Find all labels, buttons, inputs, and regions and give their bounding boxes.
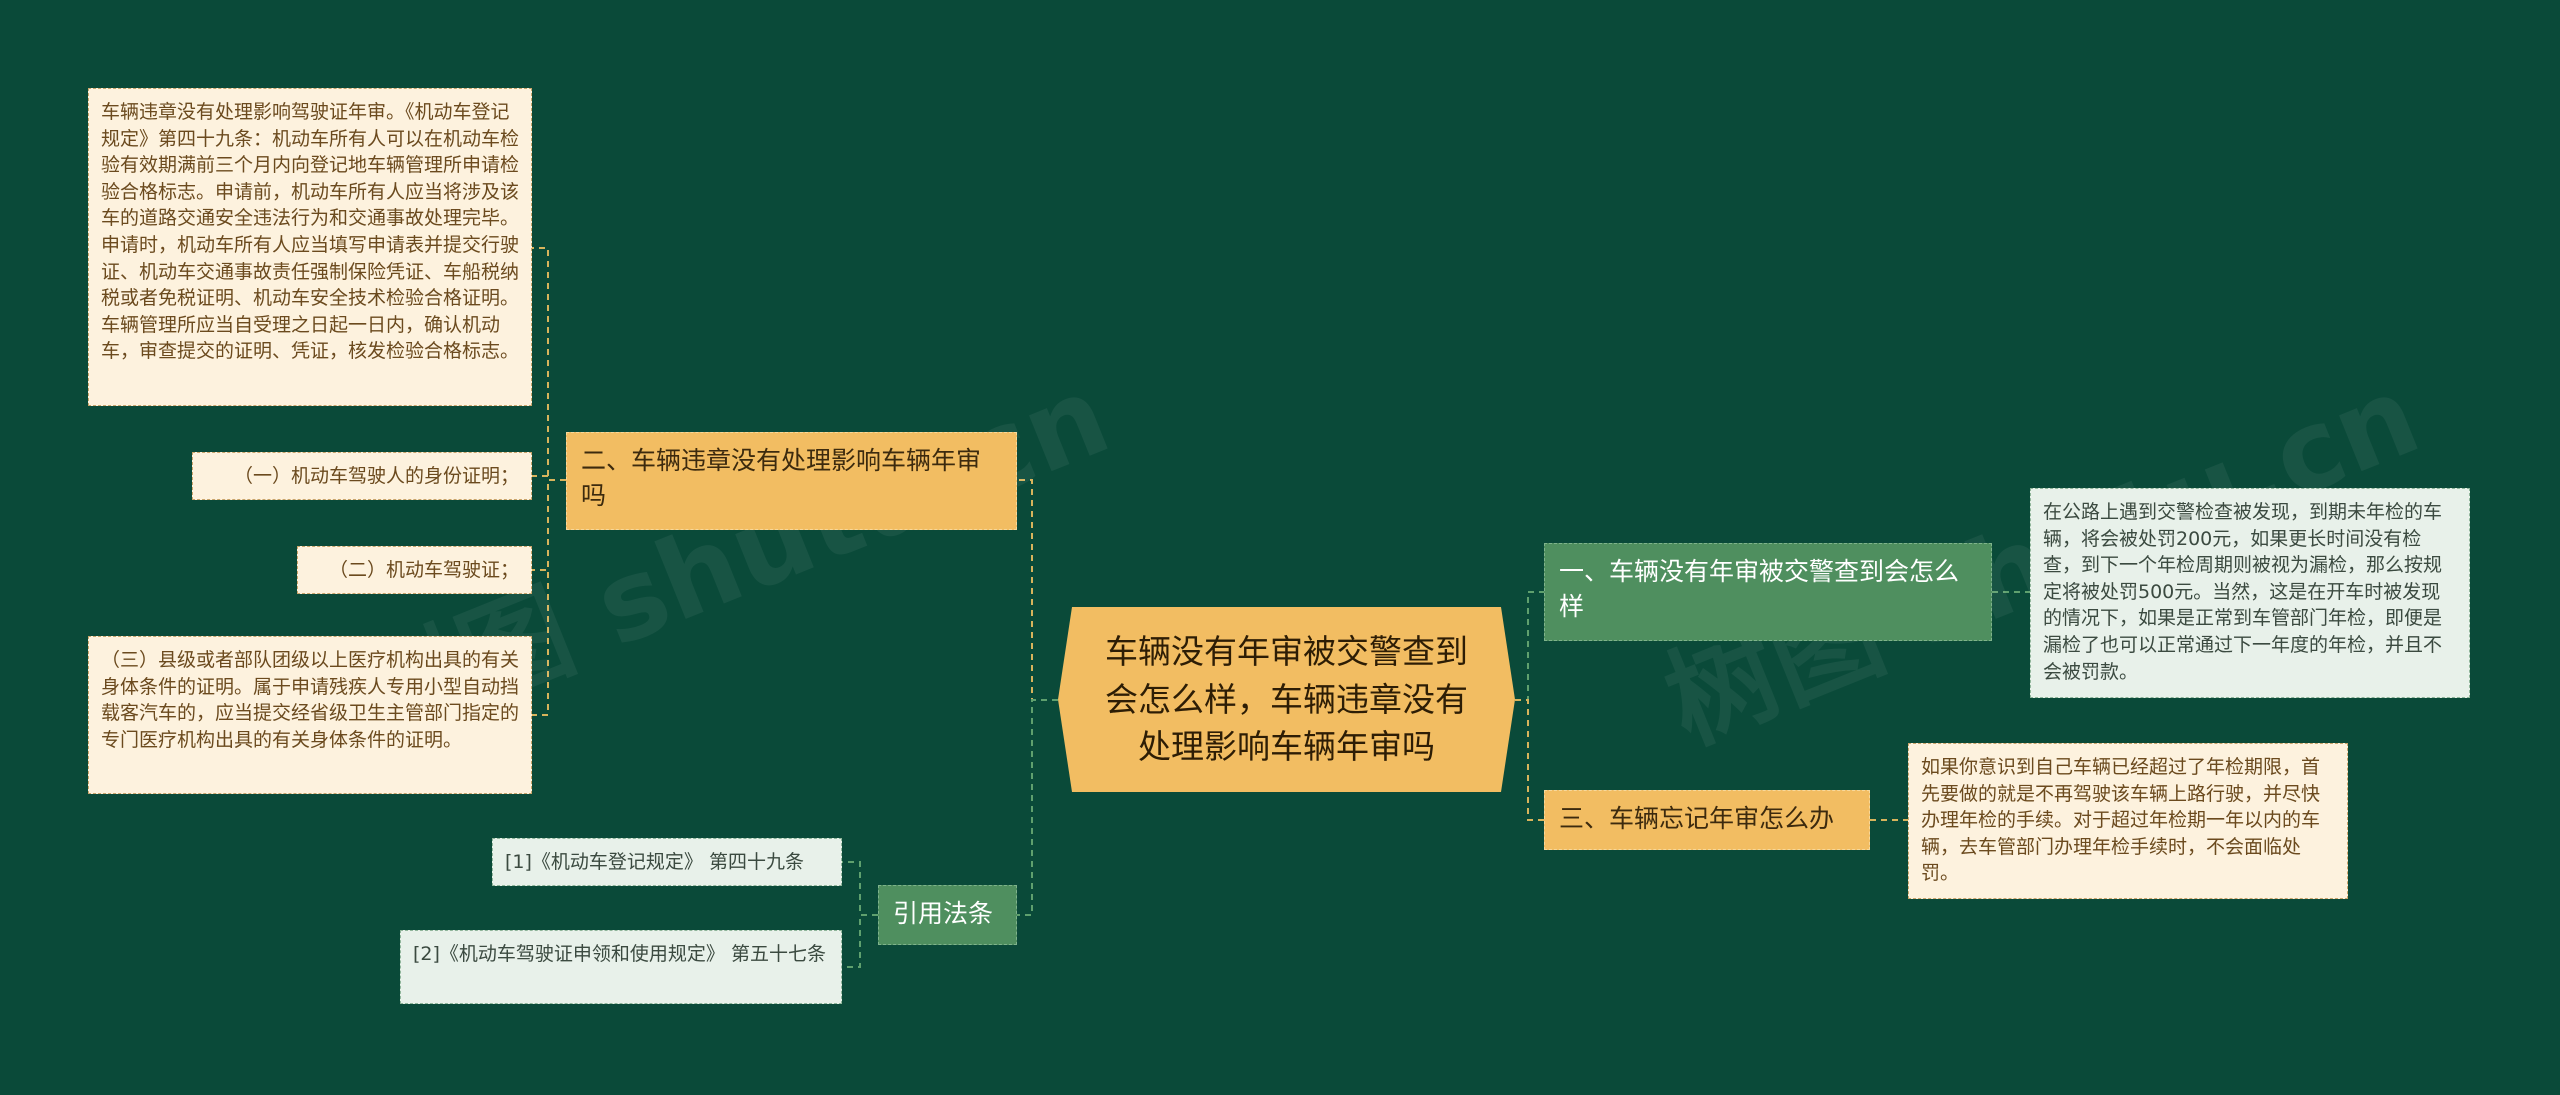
leaf-medical-certificate: （三）县级或者部队团级以上医疗机构出具的有关身体条件的证明。属于申请残疾人专用小…: [88, 636, 532, 794]
branch-forgot-inspection[interactable]: 三、车辆忘记年审怎么办: [1544, 790, 1870, 850]
branch-no-inspection-caught[interactable]: 一、车辆没有年审被交警查到会怎么样: [1544, 543, 1992, 641]
connector-b2-leaf1: [532, 247, 566, 481]
root-shape: [1058, 607, 1515, 792]
root-topic[interactable]: 车辆没有年审被交警查到会怎么样，车辆违章没有处理影响车辆年审吗: [1058, 607, 1515, 792]
leaf-citation-2[interactable]: [2]《机动车驾驶证申领和使用规定》 第五十七条: [400, 930, 842, 1004]
branch-label: 二、车辆违章没有处理影响车辆年审吗: [581, 446, 982, 510]
root-title: 车辆没有年审被交警查到会怎么样，车辆违章没有处理影响车辆年审吗: [1105, 631, 1468, 767]
leaf-registration-rule-49: 车辆违章没有处理影响驾驶证年审。《机动车登记规定》第四十九条：机动车所有人可以在…: [88, 88, 532, 406]
leaf-driving-license: （二）机动车驾驶证；: [297, 546, 532, 594]
leaf-citation-1[interactable]: [1]《机动车登记规定》 第四十九条: [492, 838, 842, 886]
connector-root-b3: [1515, 699, 1544, 821]
connector-root-b1: [1515, 591, 1544, 701]
leaf-forgot-inspection-advice: 如果你意识到自己车辆已经超过了年检期限，首先要做的就是不再驾驶该车辆上路行驶，并…: [1908, 743, 2348, 899]
connector-b2-leaf3: [532, 479, 566, 571]
branch-label: 三、车辆忘记年审怎么办: [1559, 804, 1835, 833]
branch-label: 引用法条: [893, 899, 994, 928]
branch-cited-laws[interactable]: 引用法条: [878, 885, 1017, 945]
connector-ref-leaf2: [842, 914, 878, 968]
leaf-driver-identity-proof: （一）机动车驾驶人的身份证明；: [192, 452, 532, 500]
leaf-penalty-explanation: 在公路上遇到交警检查被发现，到期未年检的车辆，将会被处罚200元，如果更长时间没…: [2030, 488, 2470, 698]
connector-b2-leaf4: [532, 479, 566, 716]
branch-label: 一、车辆没有年审被交警查到会怎么样: [1559, 557, 1960, 621]
connector-root-ref: [1017, 699, 1058, 916]
connector-root-b2: [1017, 479, 1058, 701]
connector-ref-leaf1: [842, 861, 878, 916]
branch-violations-affect-inspection[interactable]: 二、车辆违章没有处理影响车辆年审吗: [566, 432, 1017, 530]
